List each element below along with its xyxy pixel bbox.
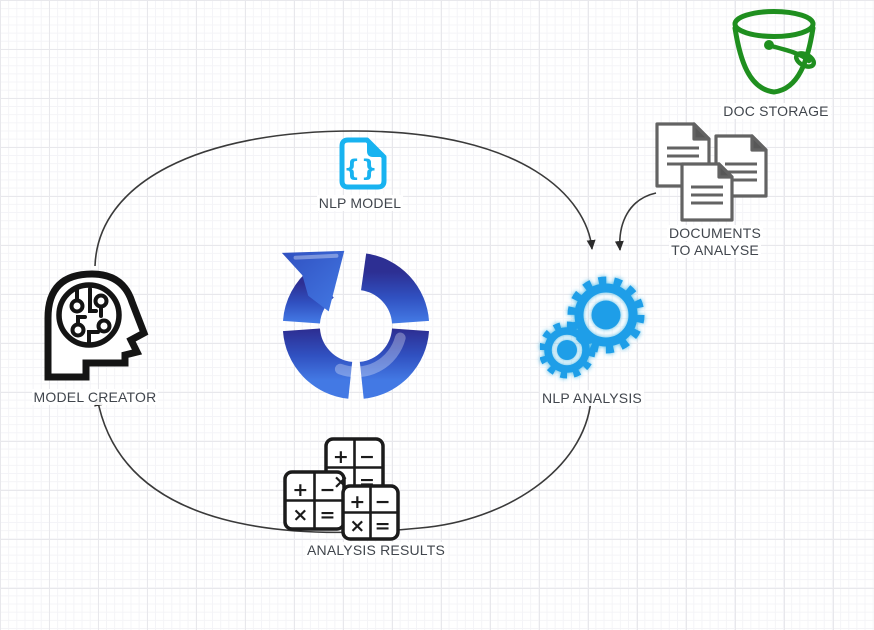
times-icon: × [349, 515, 365, 537]
edge-model-creator-to-nlp-analysis[interactable] [94, 130, 596, 267]
node-nlp-model[interactable]: {} [334, 135, 390, 193]
times-icon: × [333, 471, 349, 493]
cycle-arrow-icon [281, 250, 430, 399]
minus-icon: − [375, 491, 391, 513]
documents-icon [655, 122, 768, 222]
node-process-cycle[interactable] [276, 246, 436, 406]
plus-icon: + [349, 491, 365, 513]
bucket-icon [732, 9, 817, 95]
node-nlp-analysis[interactable] [538, 262, 652, 388]
nlp-model-label: NLP MODEL [316, 195, 404, 211]
doc-storage-label: DOC STORAGE [721, 103, 831, 119]
model-creator-label: MODEL CREATOR [31, 389, 159, 405]
plus-icon: + [333, 446, 349, 468]
plus-icon: + [292, 479, 308, 501]
node-analysis-results[interactable]: + − × = + − × = + − × = [282, 436, 402, 542]
nlp-analysis-label: NLP ANALYSIS [540, 390, 644, 406]
edge-documents-to-nlp-analysis[interactable] [614, 192, 657, 251]
minus-icon: − [320, 479, 336, 501]
calculators-icon: + − × = + − × = + − × = [283, 437, 400, 541]
equals-icon: = [359, 471, 375, 493]
times-icon: × [292, 504, 308, 526]
node-model-creator[interactable] [38, 264, 150, 382]
node-documents-to-analyse[interactable] [648, 116, 774, 222]
minus-icon: − [359, 446, 375, 468]
node-doc-storage[interactable] [731, 8, 819, 100]
equals-icon: = [320, 504, 336, 526]
analysis-results-label: ANALYSIS RESULTS [304, 542, 448, 558]
code-file-icon: {} [339, 137, 387, 190]
equals-icon: = [375, 515, 391, 537]
gears-icon [538, 276, 645, 379]
documents-to-analyse-label: DOCUMENTS TO ANALYSE [666, 225, 764, 258]
braces-glyph: {} [344, 156, 379, 182]
head-circuit-icon [44, 270, 149, 381]
